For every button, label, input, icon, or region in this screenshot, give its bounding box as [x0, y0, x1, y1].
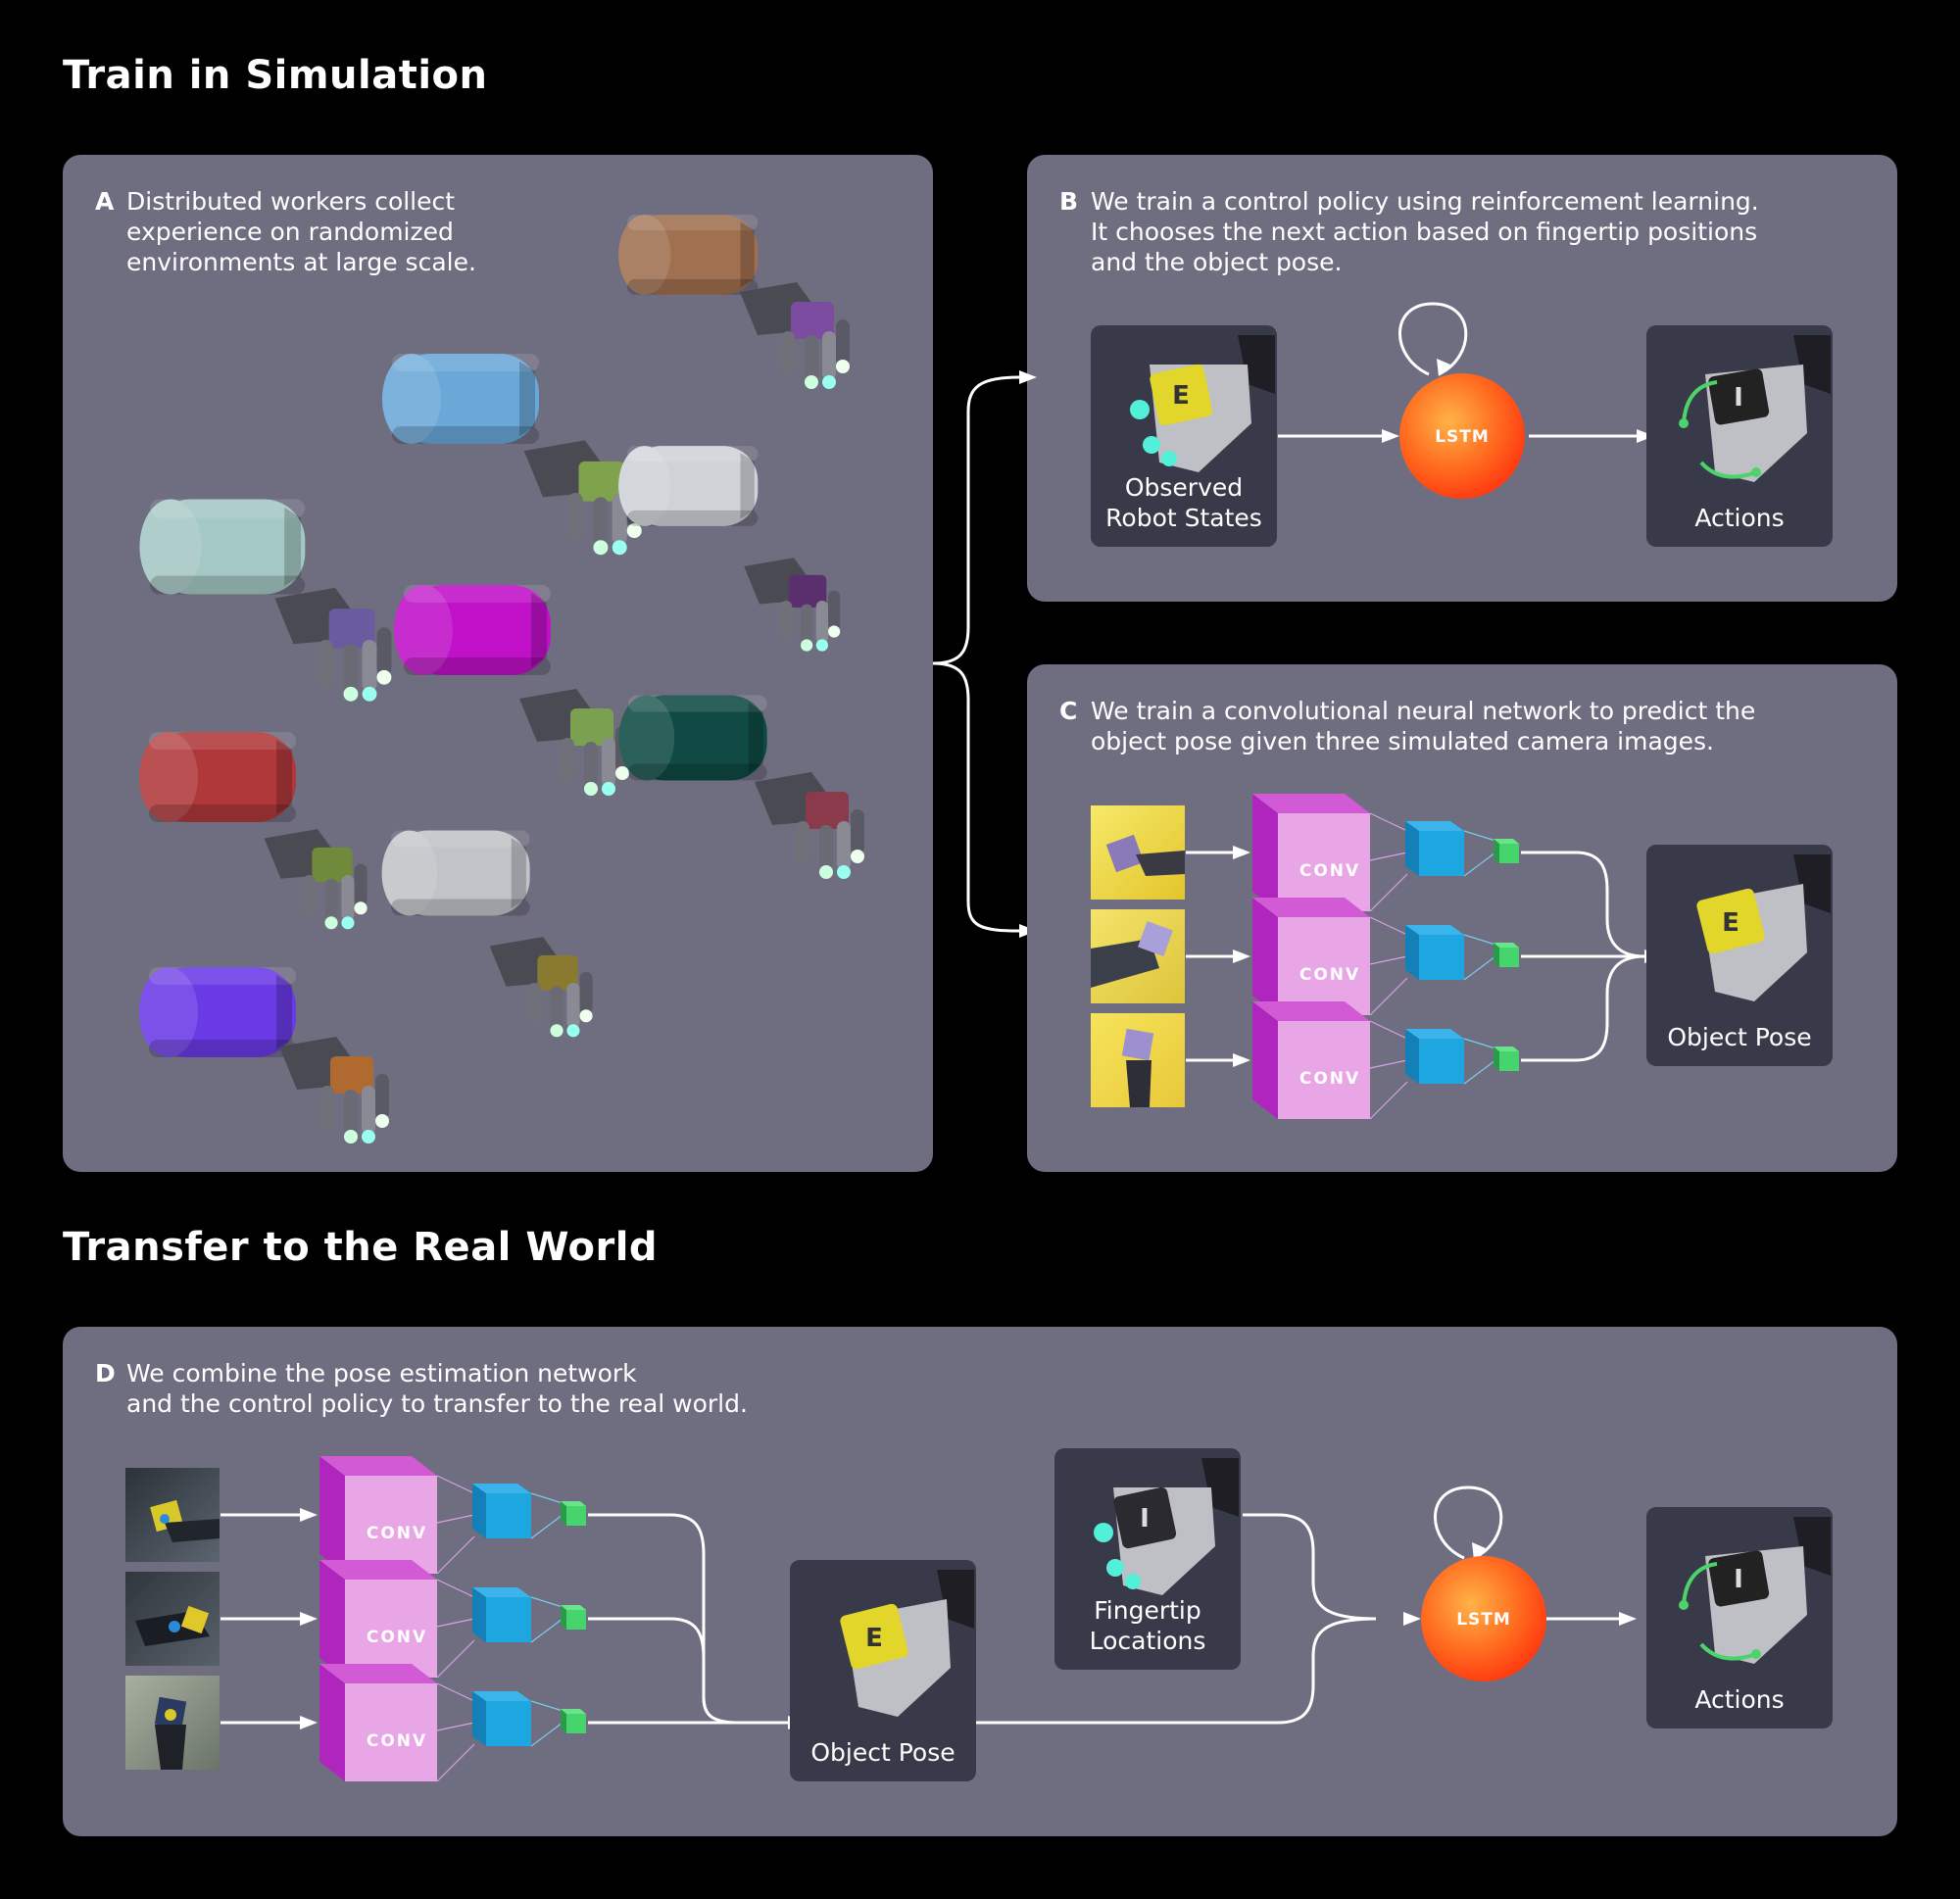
env-violet	[139, 967, 389, 1144]
panel-b-line-1: We train a control policy using reinforc…	[1091, 187, 1759, 216]
svg-text:E: E	[865, 1624, 883, 1653]
section-title-transfer: Transfer to the Real World	[63, 1225, 659, 1270]
panel-a-letter: A	[95, 187, 115, 216]
panel-c-network: CONV CONV CONV	[1186, 794, 1662, 1120]
actions-node-b: I Actions	[1646, 325, 1833, 547]
conv-label-c2: CONV	[1299, 965, 1360, 985]
env-brown	[618, 215, 850, 389]
robot-hand-actions-icon-d: I	[1679, 1517, 1831, 1664]
panel-c-letter: C	[1059, 697, 1078, 725]
panel-a-text: A Distributed workers collect experience…	[95, 186, 476, 277]
object-pose-node-d: E Object Pose	[790, 1560, 976, 1781]
conv-row-1	[1252, 794, 1519, 912]
fingertip-locations-node: I Fingertip Locations	[1054, 1448, 1241, 1670]
conv-label-d3: CONV	[367, 1731, 427, 1751]
panel-a-line-1: Distributed workers collect	[126, 187, 456, 216]
conv-row-2	[1252, 898, 1519, 1016]
panel-b: B We train a control policy using reinfo…	[1027, 155, 1897, 602]
fingertip-hand-icon: I	[1094, 1458, 1239, 1595]
simulation-environments	[139, 215, 864, 1144]
panel-c-text: C We train a convolutional neural networ…	[1059, 696, 1755, 756]
object-pose-hand-icon-d: E	[840, 1570, 974, 1717]
panel-d-network: CONV CONV CONV LSTM	[220, 1456, 1637, 1782]
section-title-train: Train in Simulation	[63, 53, 488, 98]
panel-a-line-2: experience on randomized	[126, 218, 454, 246]
actions-node-d: I Actions	[1646, 1507, 1833, 1729]
panel-d-text: D We combine the pose estimation network…	[95, 1358, 748, 1419]
real-camera-image-2	[125, 1572, 220, 1666]
observed-label-2: Robot States	[1105, 504, 1262, 532]
real-camera-image-1	[125, 1468, 220, 1562]
sim-camera-image-2	[1091, 909, 1185, 1003]
object-pose-label-c: Object Pose	[1667, 1023, 1812, 1051]
panel-c-line-2: object pose given three simulated camera…	[1091, 727, 1714, 755]
object-pose-label-d: Object Pose	[810, 1738, 956, 1767]
panel-b-letter: B	[1059, 187, 1079, 216]
env-silver	[381, 830, 593, 1038]
env-teal	[618, 695, 864, 879]
env-magenta	[394, 585, 629, 796]
observed-label-1: Observed	[1124, 473, 1244, 502]
real-conv-row-1	[319, 1456, 586, 1575]
env-mint	[139, 499, 392, 702]
panel-d-letter: D	[95, 1359, 116, 1388]
object-pose-node-c: E Object Pose	[1646, 845, 1833, 1066]
conv-label-c1: CONV	[1299, 861, 1360, 881]
sim-camera-image-1	[1091, 805, 1185, 900]
object-pose-hand-icon: E	[1696, 854, 1831, 1001]
observed-robot-states-node: E Observed Robot States	[1091, 325, 1277, 547]
svg-text:I: I	[1140, 1504, 1150, 1534]
robot-hand-actions-icon: I	[1679, 335, 1831, 482]
conv-label-c3: CONV	[1299, 1069, 1360, 1089]
env-white	[618, 446, 841, 652]
real-camera-image-3	[125, 1676, 220, 1770]
panel-a-line-3: environments at large scale.	[126, 248, 476, 276]
fingertip-label-1: Fingertip	[1094, 1596, 1201, 1625]
lstm-label-b: LSTM	[1435, 427, 1490, 447]
env-blue	[382, 354, 642, 556]
real-conv-row-2	[319, 1560, 586, 1679]
panel-d-line-2: and the control policy to transfer to th…	[126, 1389, 748, 1418]
env-red	[139, 732, 368, 930]
panel-d: D We combine the pose estimation network…	[63, 1327, 1897, 1836]
panel-a: A Distributed workers collect experience…	[63, 155, 933, 1172]
lstm-node-b	[1399, 373, 1525, 499]
sim-camera-image-3	[1091, 1013, 1185, 1107]
robot-hand-icon: E	[1130, 335, 1275, 472]
fingertip-label-2: Locations	[1089, 1627, 1206, 1655]
panel-c: C We train a convolutional neural networ…	[1027, 664, 1897, 1172]
real-conv-row-3	[319, 1664, 586, 1782]
lstm-label-d: LSTM	[1456, 1610, 1511, 1630]
conv-label-d1: CONV	[367, 1524, 427, 1543]
panel-b-text: B We train a control policy using reinfo…	[1059, 186, 1759, 277]
panel-b-line-2: It chooses the next action based on fing…	[1091, 218, 1758, 246]
conv-label-d2: CONV	[367, 1628, 427, 1647]
panel-c-line-1: We train a convolutional neural network …	[1091, 697, 1756, 725]
actions-label-b: Actions	[1694, 504, 1785, 532]
svg-text:I: I	[1734, 1565, 1743, 1594]
panel-b-arrows: LSTM	[1278, 302, 1654, 499]
lstm-node-d	[1421, 1556, 1546, 1681]
svg-text:E: E	[1722, 908, 1740, 938]
actions-label-d: Actions	[1694, 1685, 1785, 1714]
conv-row-3	[1252, 1001, 1519, 1120]
panel-d-line-1: We combine the pose estimation network	[126, 1359, 637, 1388]
svg-text:I: I	[1734, 383, 1743, 413]
svg-text:E: E	[1172, 381, 1190, 411]
panel-b-line-3: and the object pose.	[1091, 248, 1343, 276]
